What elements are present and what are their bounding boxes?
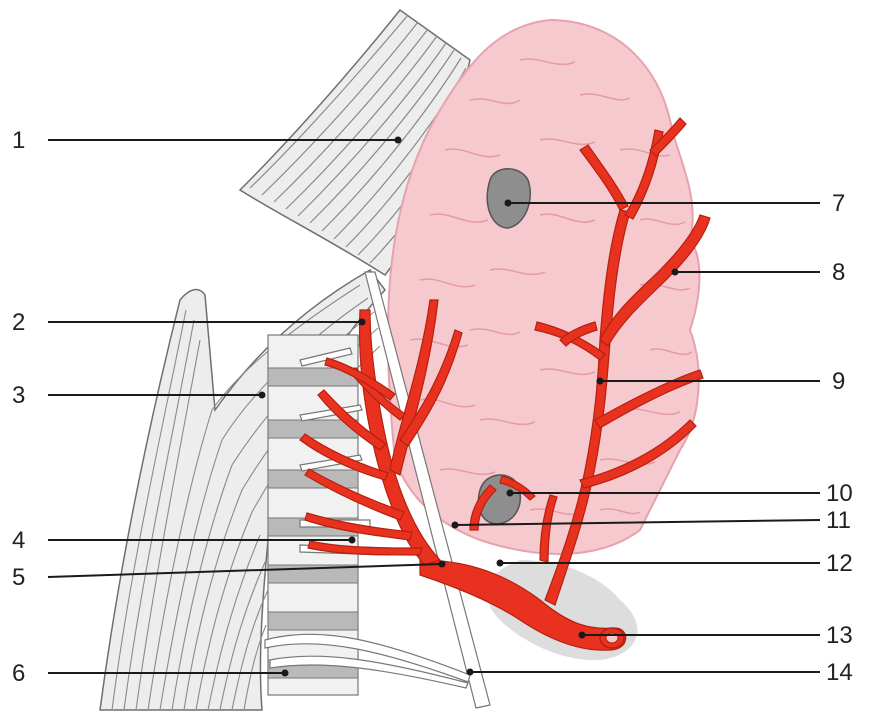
- callout-5: 5: [12, 564, 25, 591]
- callout-2: 2: [12, 309, 25, 336]
- callout-7: 7: [832, 190, 845, 217]
- callout-4: 4: [12, 527, 25, 554]
- callout-10: 10: [826, 480, 853, 507]
- callout-8: 8: [832, 259, 845, 286]
- callout-6: 6: [12, 660, 25, 687]
- callout-11: 11: [826, 507, 851, 534]
- callout-9: 9: [832, 368, 845, 395]
- callout-12: 12: [826, 550, 853, 577]
- callout-1: 1: [12, 127, 25, 154]
- callout-14: 14: [826, 659, 853, 686]
- callout-13: 13: [826, 622, 853, 649]
- callout-3: 3: [12, 382, 25, 409]
